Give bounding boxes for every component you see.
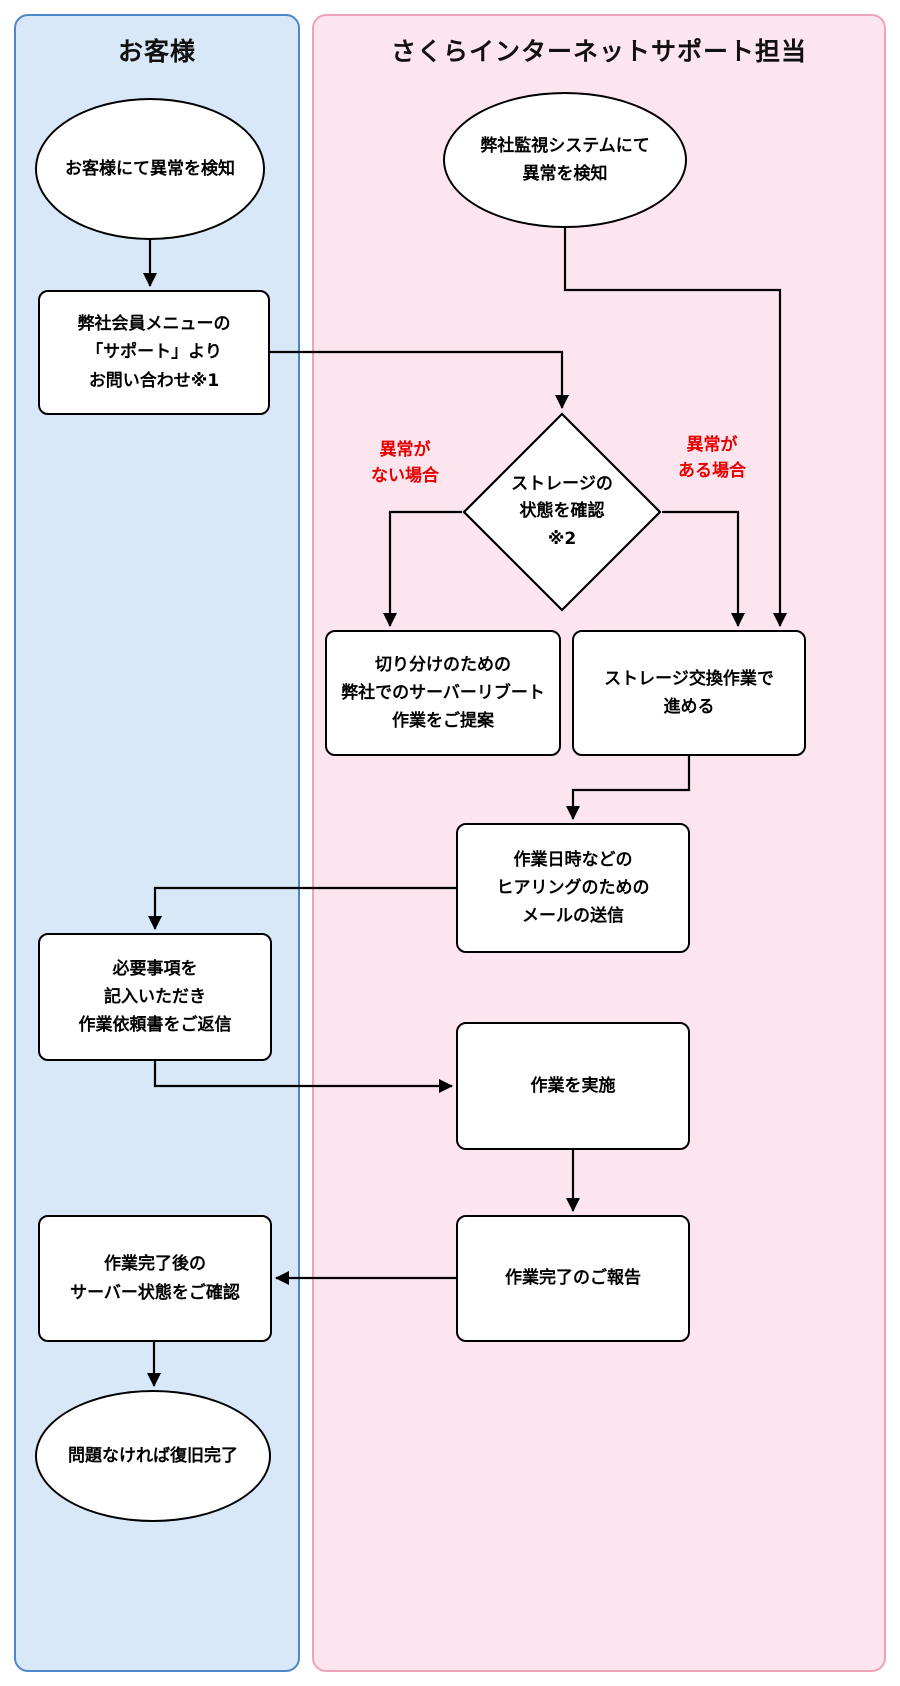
node-check-storage-label: ストレージの 状態を確認 ※2 <box>511 474 613 549</box>
node-recovery-done: 問題なければ復旧完了 <box>35 1390 271 1522</box>
edge-label-no-anomaly: 異常が ない場合 <box>371 440 439 487</box>
lane-support-title: さくらインターネットサポート担当 <box>390 37 807 66</box>
node-confirm-server: 作業完了後の サーバー状態をご確認 <box>38 1215 272 1342</box>
node-contact-support: 弊社会員メニューの 「サポート」より お問い合わせ※1 <box>38 290 270 415</box>
node-do-work: 作業を実施 <box>456 1022 690 1150</box>
node-customer-detect: お客様にて異常を検知 <box>35 98 265 240</box>
node-return-request: 必要事項を 記入いただき 作業依頼書をご返信 <box>38 933 272 1061</box>
lane-customer-title: お客様 <box>117 37 196 66</box>
node-send-mail: 作業日時などの ヒアリングのための メールの送信 <box>456 823 690 953</box>
node-propose-reboot: 切り分けのための 弊社でのサーバーリブート 作業をご提案 <box>325 630 561 756</box>
node-storage-replace: ストレージ交換作業で 進める <box>572 630 806 756</box>
node-monitor-detect: 弊社監視システムにて 異常を検知 <box>443 92 687 228</box>
node-report-done: 作業完了のご報告 <box>456 1215 690 1342</box>
node-check-storage: ストレージの 状態を確認 ※2 <box>462 412 662 612</box>
edge-label-anomaly: 異常が ある場合 <box>678 435 746 482</box>
